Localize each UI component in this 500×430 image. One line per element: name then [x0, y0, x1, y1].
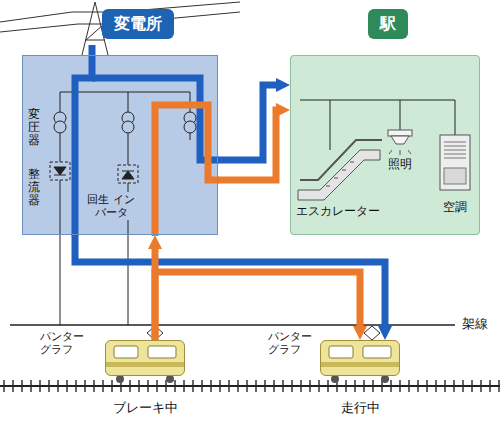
escalator-icon — [298, 140, 382, 200]
internal-power-flow — [75, 45, 219, 236]
arrow-head — [281, 85, 290, 86]
inverter-symbol — [118, 165, 138, 183]
power-pylon — [85, 40, 105, 41]
running-train-figure — [320, 340, 400, 376]
lamp-icon — [389, 150, 411, 155]
arrow-head — [155, 235, 156, 244]
part-label: 架線 — [462, 316, 488, 332]
running-train-figure — [381, 375, 389, 383]
running-train-figure — [331, 375, 339, 383]
running-train-figure — [363, 346, 391, 358]
power-flow-arrow — [75, 235, 385, 331]
rail-track — [0, 380, 500, 392]
arrow-head — [360, 331, 361, 340]
component-label: 変圧器 — [28, 108, 40, 148]
rectifier-symbol — [50, 162, 70, 180]
air-conditioner-icon — [440, 135, 470, 190]
escalator-icon — [326, 162, 354, 186]
power-flow-arrow — [155, 272, 360, 340]
running-train-figure — [329, 346, 353, 358]
running-train-figure — [320, 326, 400, 383]
power-pylon — [0, 2, 240, 55]
equipment-label: 照明 — [388, 157, 412, 171]
part-label: パンター グラフ — [40, 330, 90, 356]
rectifier-symbol — [50, 162, 70, 180]
braking-train-figure — [105, 326, 185, 383]
inverter-symbol — [122, 171, 134, 179]
power-flow-arrow — [218, 85, 281, 160]
running-train-figure — [320, 362, 400, 367]
transformer-symbol — [122, 121, 134, 133]
substation-wiring — [60, 92, 190, 93]
station-wiring — [400, 100, 401, 130]
equipment-label: 空調 — [443, 200, 467, 214]
arrow-head — [385, 331, 386, 340]
air-conditioner-icon — [440, 135, 470, 190]
train-car: 走行中 — [320, 340, 400, 376]
component-label: 回生 インバータ — [82, 192, 140, 220]
power-flow-arrow — [152, 244, 159, 340]
equipment-label: エスカレーター — [296, 204, 380, 218]
power-pylon — [0, 12, 72, 22]
rail-track — [0, 380, 500, 392]
braking-train-figure — [148, 346, 176, 358]
transformer-symbol — [54, 121, 66, 133]
heading-tab: 駅 — [368, 9, 408, 39]
part-label: パンター グラフ — [268, 330, 318, 356]
train-car: ブレーキ中 — [105, 340, 185, 376]
status-label: ブレーキ中 — [86, 399, 204, 417]
internal-power-flow — [155, 105, 219, 236]
transformer-symbol — [184, 121, 196, 133]
escalator-icon — [300, 140, 382, 180]
braking-train-figure — [105, 340, 185, 376]
substation-wiring — [60, 92, 190, 325]
component-label: 整流器 — [28, 168, 40, 208]
arrow-head — [281, 110, 290, 111]
substation-fill — [22, 55, 218, 235]
power-pylon — [0, 24, 78, 32]
station-wiring — [300, 100, 455, 101]
status-label: 走行中 — [301, 399, 419, 417]
lamp-icon — [391, 136, 409, 144]
rectifier-symbol — [54, 167, 66, 175]
lamp-icon — [388, 130, 412, 136]
braking-train-figure — [114, 346, 138, 358]
running-train-figure — [364, 326, 380, 340]
power-flow-arrow — [218, 110, 281, 180]
station-wiring — [300, 100, 455, 150]
station-wiring — [455, 100, 456, 135]
braking-train-figure — [166, 375, 174, 383]
heading-tab: 変電所 — [102, 9, 174, 39]
braking-train-figure — [105, 362, 185, 367]
air-conditioner-icon — [444, 168, 466, 184]
lamp-icon — [388, 130, 412, 155]
braking-train-figure — [116, 375, 124, 383]
rail-track — [0, 385, 500, 387]
station-fill — [290, 55, 480, 235]
station-wiring — [330, 100, 331, 150]
air-conditioner-icon — [444, 142, 466, 158]
inverter-symbol — [118, 165, 138, 183]
